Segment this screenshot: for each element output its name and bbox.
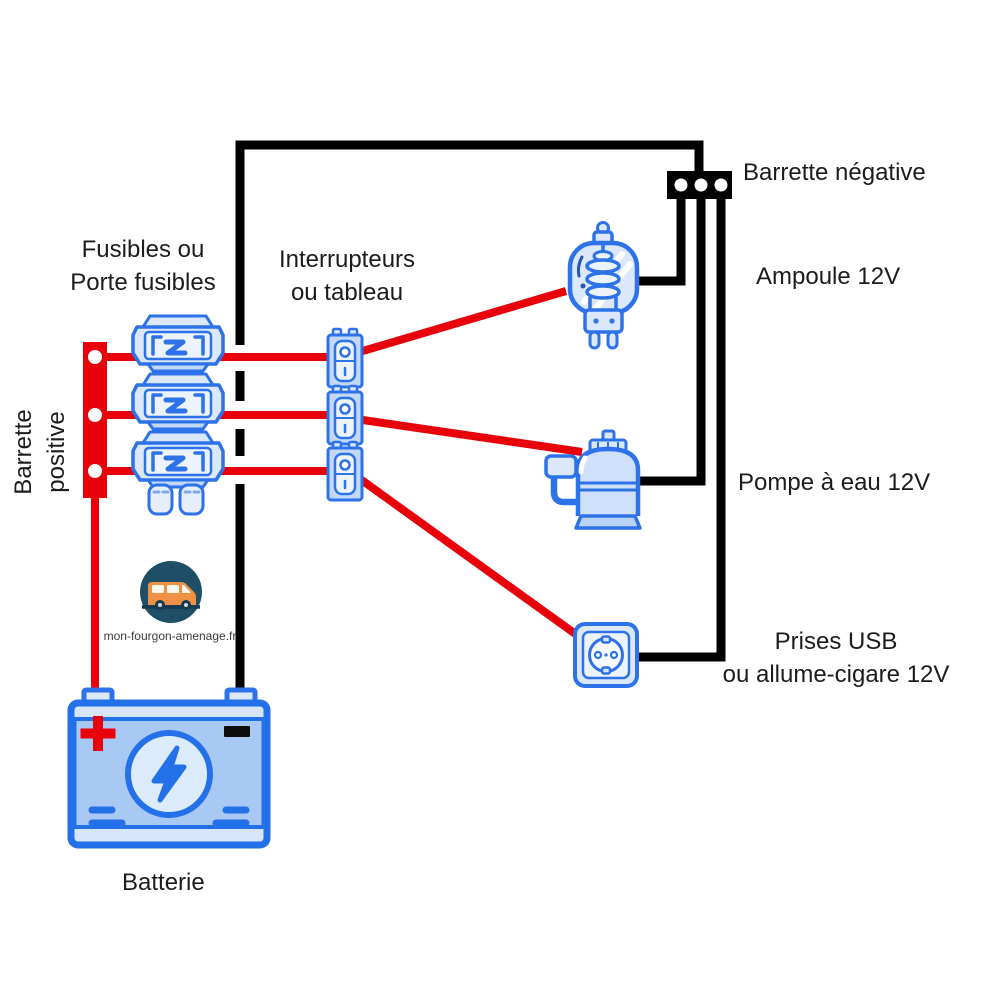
socket-icon xyxy=(573,622,639,688)
van-icon xyxy=(148,582,196,610)
label-positive-busbar: Barrette positive xyxy=(7,409,73,494)
negative-wire-bulb-branch xyxy=(634,197,686,286)
positive-busbar-icon xyxy=(83,342,107,498)
brand-logo xyxy=(140,561,202,623)
label-battery: Batterie xyxy=(122,869,205,896)
label-positive-busbar-line2: positive xyxy=(43,411,70,493)
water-pump-icon xyxy=(544,429,642,530)
label-fuses-line1: Fusibles ou xyxy=(81,236,205,263)
switch-icon-3 xyxy=(326,440,364,502)
positive-wire-switch2-to-pump xyxy=(355,415,583,456)
label-switches-line2: ou tableau xyxy=(290,279,404,306)
label-positive-busbar-line1: Barrette xyxy=(10,409,37,495)
positive-wire-switch3-to-socket xyxy=(353,472,584,642)
battery-minus-sign xyxy=(224,726,250,737)
label-fuses-line2: Porte fusibles xyxy=(70,269,216,296)
logo-website-text: mon-fourgon-amenage.fr xyxy=(103,629,237,643)
negative-wires xyxy=(235,140,726,697)
label-sockets-line1: Prises USB xyxy=(774,628,898,655)
negative-wire-pump-branch xyxy=(635,197,706,486)
fuse-prongs xyxy=(147,483,205,516)
label-sockets: Prises USB ou allume-cigare 12V xyxy=(723,625,950,691)
label-pump: Pompe à eau 12V xyxy=(738,469,931,496)
lightning-bolt-icon xyxy=(151,745,187,803)
negative-busbar-icon xyxy=(667,171,732,199)
positive-wire-switch1-to-bulb xyxy=(354,287,568,357)
label-sockets-line2: ou allume-cigare 12V xyxy=(722,661,950,688)
fuse-icon-1 xyxy=(133,316,223,371)
label-switches: Interrupteurs ou tableau xyxy=(279,243,415,309)
switch-icon-2 xyxy=(326,384,364,446)
negative-wire-socket-branch xyxy=(634,197,726,662)
fuse-icon-2 xyxy=(133,374,223,429)
switch-icon-1 xyxy=(326,327,364,389)
label-switches-line1: Interrupteurs xyxy=(278,246,416,273)
bulb-icon xyxy=(567,221,640,350)
label-bulb: Ampoule 12V xyxy=(756,263,901,290)
negative-wire-battery-to-busbar xyxy=(235,140,704,345)
label-fuses: Fusibles ou Porte fusibles xyxy=(70,233,215,299)
fuse-icon-3 xyxy=(133,432,223,487)
label-negative-busbar: Barrette négative xyxy=(743,159,926,186)
battery-icon xyxy=(67,687,271,849)
